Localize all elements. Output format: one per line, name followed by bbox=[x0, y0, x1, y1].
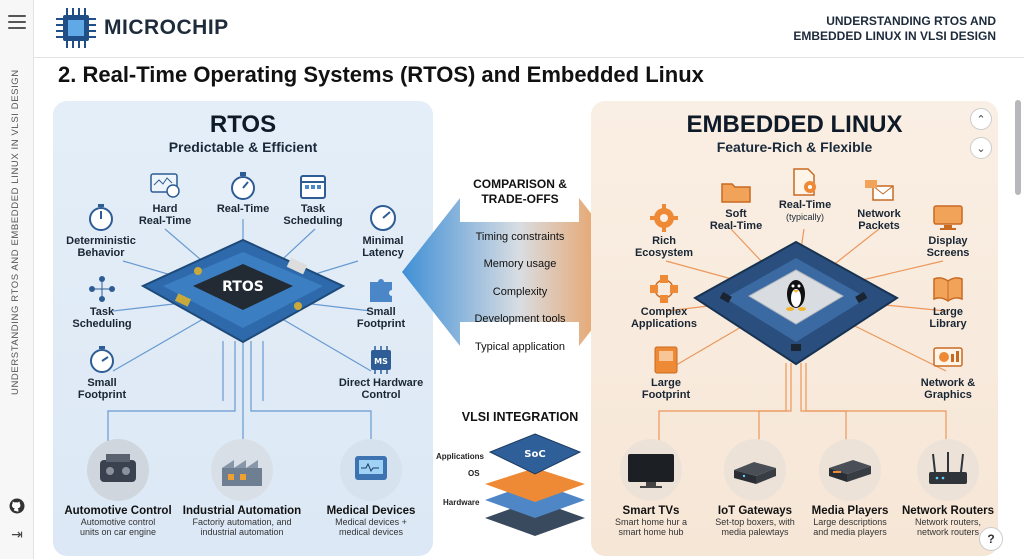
header-title: UNDERSTANDING RTOS AND EMBEDDED LINUX IN… bbox=[793, 14, 996, 44]
linux-feature-realtime-typically: Real-Time (typically) bbox=[771, 167, 839, 223]
modules-icon bbox=[648, 274, 680, 304]
gauge-icon bbox=[367, 203, 399, 233]
rtos-title: RTOS bbox=[209, 111, 277, 138]
stopwatch-small-icon bbox=[86, 345, 118, 375]
comparison-title: COMPARISON &TRADE-OFFS bbox=[473, 177, 567, 206]
layer-label-applications: Applications bbox=[436, 452, 485, 461]
linux-panel: EMBEDDED LINUX Feature-Rich & Flexible bbox=[591, 101, 998, 556]
comparison-item: Complexity bbox=[492, 286, 548, 298]
rtos-app-industrial: Industrial Automation Factoriy automatio… bbox=[179, 439, 305, 537]
rtos-board-icon: RTOS bbox=[140, 238, 346, 344]
scroll-up-button[interactable]: ⌃ bbox=[970, 108, 992, 130]
stopwatch-icon bbox=[227, 171, 259, 201]
comparison-item: Development tools bbox=[474, 313, 566, 325]
rtos-chip-label: RTOS bbox=[222, 279, 264, 295]
envelope-icon bbox=[863, 176, 895, 206]
folder-icon bbox=[720, 176, 752, 206]
collapse-icon[interactable]: ⇥ bbox=[11, 525, 23, 542]
linux-app-network-router: Network Routers Network routers,network … bbox=[898, 439, 998, 537]
monitor-chart-icon bbox=[932, 345, 964, 375]
network-tree-icon bbox=[86, 274, 118, 304]
linux-title: EMBEDDED LINUX bbox=[686, 111, 903, 138]
logo-text: MICROCHIP bbox=[104, 16, 229, 39]
book-icon bbox=[932, 274, 964, 304]
svg-text:MS: MS bbox=[374, 357, 388, 366]
rtos-subtitle: Predictable & Efficient bbox=[168, 139, 318, 155]
sidebar-vertical-title: UNDERSTANDING RTOS AND EMBEDDED LINUX IN… bbox=[10, 69, 21, 395]
tv-icon bbox=[620, 439, 682, 501]
monitor-clock-icon bbox=[149, 171, 181, 201]
menu-icon[interactable] bbox=[8, 15, 26, 29]
header-title-line1: UNDERSTANDING RTOS AND bbox=[826, 14, 996, 28]
scrollbar-thumb[interactable] bbox=[1015, 100, 1021, 195]
vlsi-title: VLSI INTEGRATION bbox=[461, 410, 579, 424]
timer-icon bbox=[85, 203, 117, 233]
linux-subtitle: Feature-Rich & Flexible bbox=[716, 139, 873, 155]
rtos-app-medical: Medical Devices Medical devices +medical… bbox=[311, 439, 431, 537]
memory-card-icon bbox=[650, 345, 682, 375]
comparison-double-arrow bbox=[402, 198, 637, 346]
scroll-down-button[interactable]: ⌄ bbox=[970, 137, 992, 159]
rtos-feature-realtime: Real-Time bbox=[211, 171, 275, 215]
monitor-icon bbox=[932, 203, 964, 233]
medical-device-icon bbox=[340, 439, 402, 501]
soc-stack-icon: SoC bbox=[485, 433, 585, 536]
page-title: 2. Real-Time Operating Systems (RTOS) an… bbox=[58, 62, 704, 87]
header-title-line2: EMBEDDED LINUX IN VLSI DESIGN bbox=[793, 29, 996, 43]
microcontroller-icon: MS bbox=[365, 345, 397, 375]
github-icon[interactable] bbox=[9, 498, 25, 514]
engine-icon bbox=[87, 439, 149, 501]
gateway-box-icon bbox=[724, 439, 786, 501]
linux-feature-network-graphics: Network &Graphics bbox=[909, 345, 987, 401]
soc-label: SoC bbox=[524, 449, 545, 460]
factory-icon bbox=[211, 439, 273, 501]
help-button[interactable]: ? bbox=[979, 527, 1003, 551]
microchip-logo-icon bbox=[56, 8, 96, 48]
comparison-item: Memory usage bbox=[483, 258, 557, 270]
router-icon bbox=[917, 439, 979, 501]
header: MICROCHIP UNDERSTANDING RTOS AND EMBEDDE… bbox=[34, 0, 1024, 58]
document-gear-icon bbox=[789, 167, 821, 197]
puzzle-icon bbox=[365, 274, 397, 304]
gear-icon bbox=[648, 203, 680, 233]
media-box-icon bbox=[819, 439, 881, 501]
linux-board-icon bbox=[693, 240, 899, 366]
layer-label-hardware: Hardware bbox=[443, 498, 480, 507]
comparison-item: Typical application bbox=[475, 341, 565, 353]
comparison-item: Timing constraints bbox=[475, 231, 565, 243]
left-sidebar: UNDERSTANDING RTOS AND EMBEDDED LINUX IN… bbox=[0, 0, 34, 559]
layer-label-os: OS bbox=[468, 469, 480, 478]
calendar-icon bbox=[297, 171, 329, 201]
